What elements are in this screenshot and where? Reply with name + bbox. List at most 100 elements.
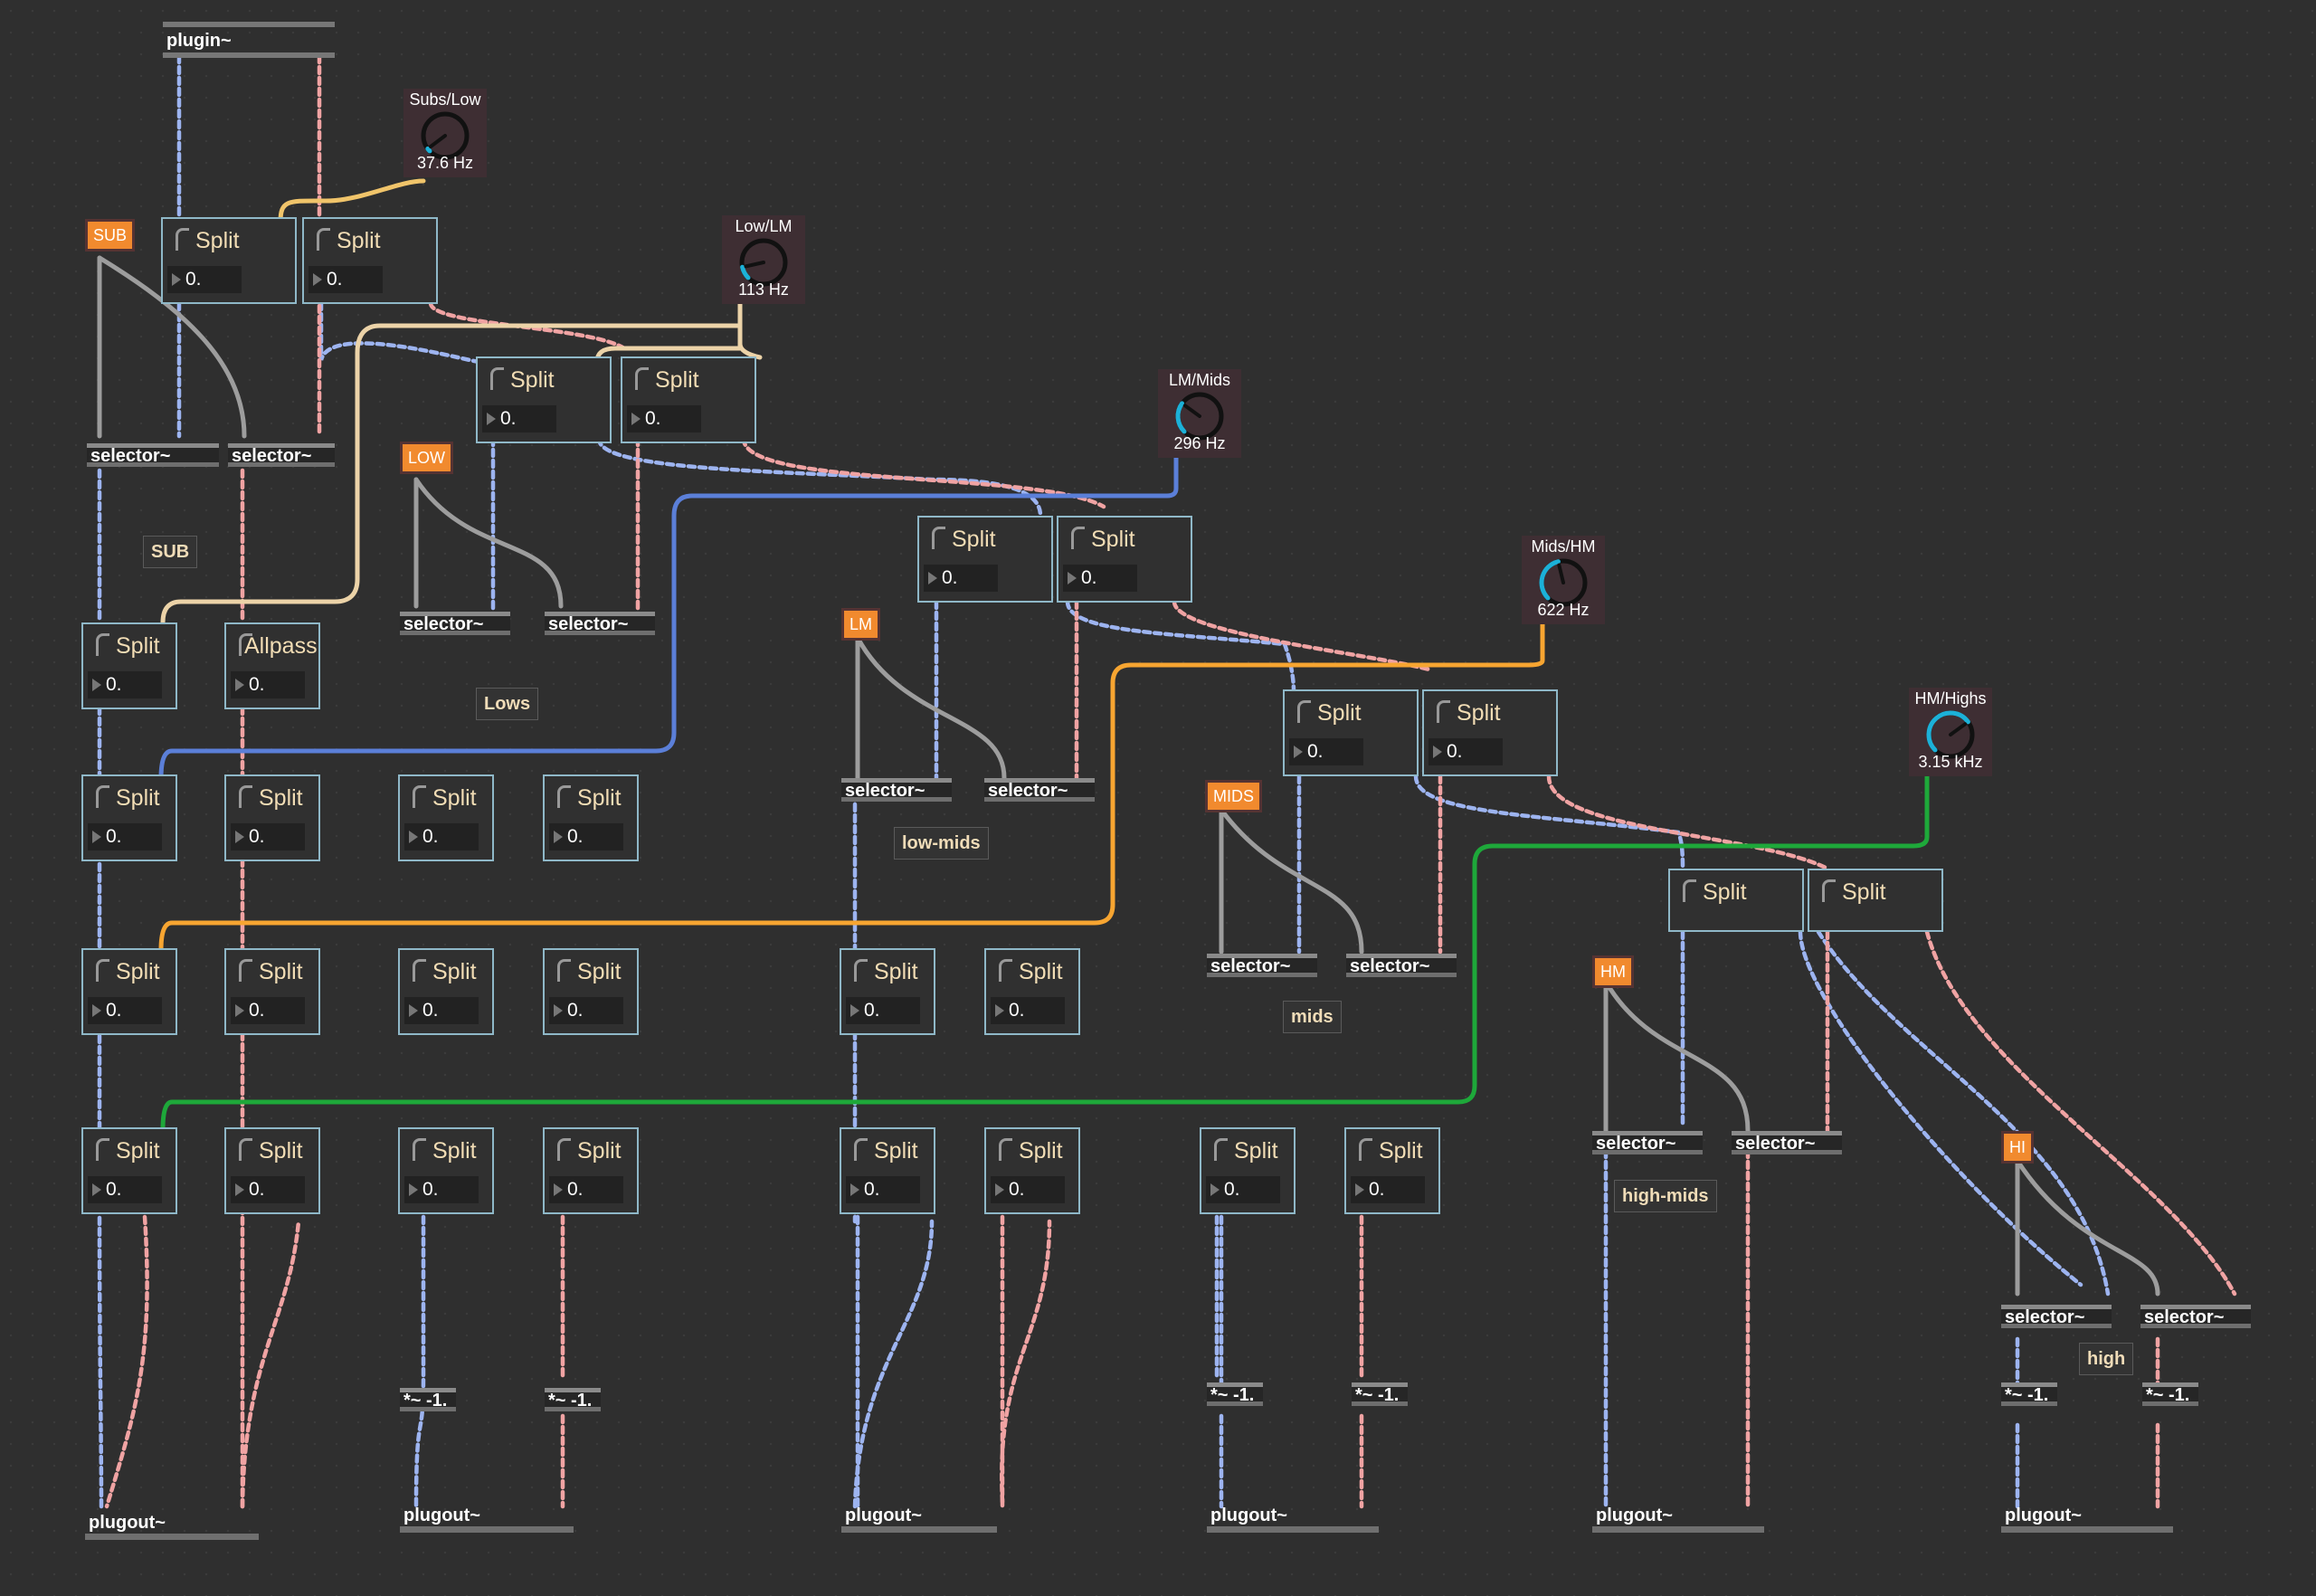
split-value[interactable]: 0. xyxy=(991,1176,1065,1203)
split-value[interactable]: 0. xyxy=(924,565,998,592)
split-value[interactable]: 0. xyxy=(308,266,383,293)
split-value[interactable]: 0. xyxy=(88,1176,162,1203)
toggle-sub[interactable]: SUB xyxy=(85,219,136,252)
selector-object[interactable]: selector~ xyxy=(1592,1131,1703,1154)
dial-value: 37.6 Hz xyxy=(416,154,474,172)
selector-object[interactable]: selector~ xyxy=(228,443,335,467)
split-value[interactable]: 0. xyxy=(1289,738,1363,765)
toggle-hm[interactable]: HM xyxy=(1592,955,1634,988)
toggle-low[interactable]: LOW xyxy=(400,442,454,474)
selector-object[interactable]: selector~ xyxy=(1346,954,1457,977)
split-value[interactable]: 0. xyxy=(404,1176,479,1203)
split-value[interactable]: 0. xyxy=(231,671,305,698)
multiply-object[interactable]: *~ -1. xyxy=(1352,1382,1408,1406)
multiply-object[interactable]: *~ -1. xyxy=(545,1388,601,1411)
corner-icon xyxy=(1683,879,1696,902)
split-value[interactable]: 0. xyxy=(231,1176,305,1203)
split-block[interactable]: Split xyxy=(1668,869,1804,932)
toggle-hi[interactable]: HI xyxy=(2001,1131,2034,1164)
plugout-object[interactable]: plugout~ xyxy=(85,1509,259,1540)
plugin-object[interactable]: plugin~ xyxy=(163,22,335,58)
split-value[interactable]: 0. xyxy=(167,266,242,293)
split-value[interactable]: 0. xyxy=(404,823,479,850)
selector-object[interactable]: selector~ xyxy=(841,778,952,802)
multiply-object[interactable]: *~ -1. xyxy=(400,1388,456,1411)
plugout-object[interactable]: plugout~ xyxy=(2001,1502,2173,1533)
split-value[interactable]: 0. xyxy=(846,1176,920,1203)
selector-object[interactable]: selector~ xyxy=(87,443,219,467)
selector-object[interactable]: selector~ xyxy=(1732,1131,1842,1154)
split-value[interactable]: 0. xyxy=(549,823,623,850)
plugout-object[interactable]: plugout~ xyxy=(400,1502,574,1533)
selector-object[interactable]: selector~ xyxy=(545,612,655,635)
split-value[interactable]: 0. xyxy=(846,997,920,1024)
split-value[interactable]: 0. xyxy=(88,671,162,698)
selector-object[interactable]: selector~ xyxy=(2140,1305,2251,1328)
split-value[interactable]: 0. xyxy=(231,997,305,1024)
split-value[interactable]: 0. xyxy=(88,997,162,1024)
corner-icon xyxy=(1214,1138,1228,1161)
split-value[interactable]: 0. xyxy=(231,823,305,850)
selector-object[interactable]: selector~ xyxy=(984,778,1095,802)
split-name: Split xyxy=(1457,700,1501,726)
plugout-object[interactable]: plugout~ xyxy=(841,1502,997,1533)
split-value[interactable]: 0. xyxy=(1206,1176,1280,1203)
split-value[interactable]: 0. xyxy=(991,997,1065,1024)
split-value[interactable]: 0. xyxy=(1351,1176,1425,1203)
split-value[interactable]: 0. xyxy=(549,997,623,1024)
multiply-object[interactable]: *~ -1. xyxy=(1207,1382,1263,1406)
corner-icon xyxy=(1071,527,1085,549)
split-value[interactable]: 0. xyxy=(404,997,479,1024)
split-value[interactable]: 0. xyxy=(627,405,701,432)
selector-object[interactable]: selector~ xyxy=(400,612,510,635)
split-value[interactable]: 0. xyxy=(1063,565,1137,592)
split-value[interactable]: 0. xyxy=(1429,738,1503,765)
split-value[interactable]: 0. xyxy=(88,823,162,850)
toggle-lm[interactable]: LM xyxy=(841,608,881,641)
split-value[interactable]: 0. xyxy=(549,1176,623,1203)
split-block[interactable]: Split xyxy=(1808,869,1943,932)
selector-object[interactable]: selector~ xyxy=(2001,1305,2112,1328)
multiply-object[interactable]: *~ -1. xyxy=(2142,1382,2198,1406)
plugout-object[interactable]: plugout~ xyxy=(1592,1502,1764,1533)
plugout-object[interactable]: plugout~ xyxy=(1207,1502,1379,1533)
multiply-object[interactable]: *~ -1. xyxy=(2001,1382,2057,1406)
toggle-mids[interactable]: MIDS xyxy=(1205,780,1262,812)
split-block[interactable]: Split 0. xyxy=(1422,689,1558,776)
split-value[interactable]: 0. xyxy=(482,405,556,432)
selector-object[interactable]: selector~ xyxy=(1207,954,1317,977)
